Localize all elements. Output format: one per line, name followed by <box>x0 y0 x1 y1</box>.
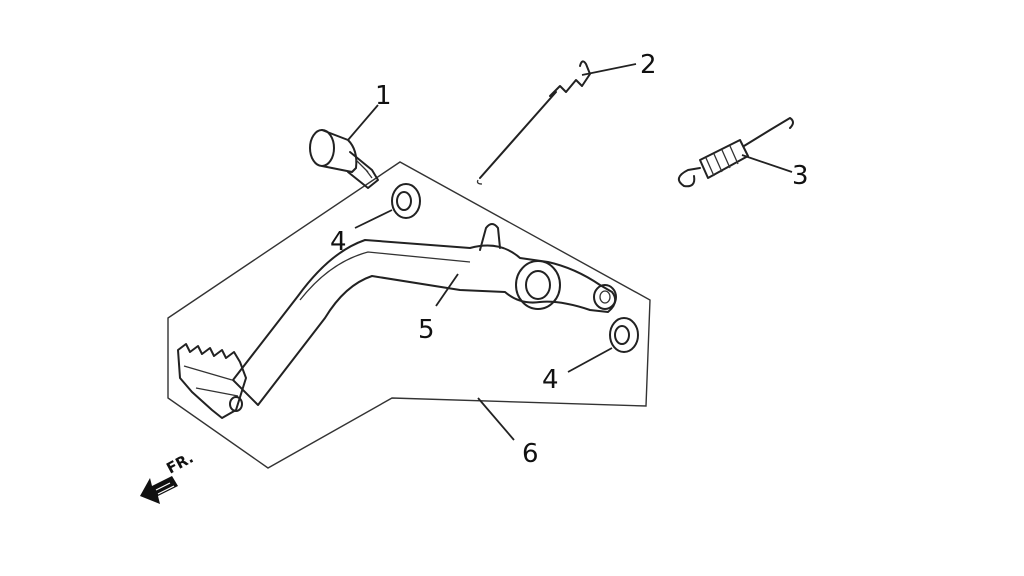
bushing-upper <box>391 183 421 219</box>
spring-rod <box>476 60 591 185</box>
leader-line-6 <box>477 397 515 441</box>
leader-line-5 <box>435 273 459 307</box>
callout-4-upper: 4 <box>330 227 347 257</box>
brake-pedal-arm <box>177 223 617 419</box>
assembly-boundary-outline <box>167 161 651 469</box>
callout-5: 5 <box>418 315 435 345</box>
callout-2: 2 <box>640 50 657 80</box>
bushing-lower <box>609 317 639 353</box>
callout-1: 1 <box>375 81 392 111</box>
pivot-bolt <box>309 129 379 189</box>
leader-line-2 <box>581 63 637 76</box>
leader-line-3 <box>741 154 793 173</box>
leader-line-4a <box>354 209 393 229</box>
callout-4-lower: 4 <box>542 365 559 395</box>
leader-line-4b <box>567 347 613 373</box>
front-direction-label: FR. <box>163 449 196 478</box>
callout-6: 6 <box>522 439 539 469</box>
leader-line-1 <box>347 104 379 141</box>
front-direction-arrow-icon <box>140 476 178 504</box>
callout-3: 3 <box>792 161 809 191</box>
coil-spring <box>677 117 794 188</box>
